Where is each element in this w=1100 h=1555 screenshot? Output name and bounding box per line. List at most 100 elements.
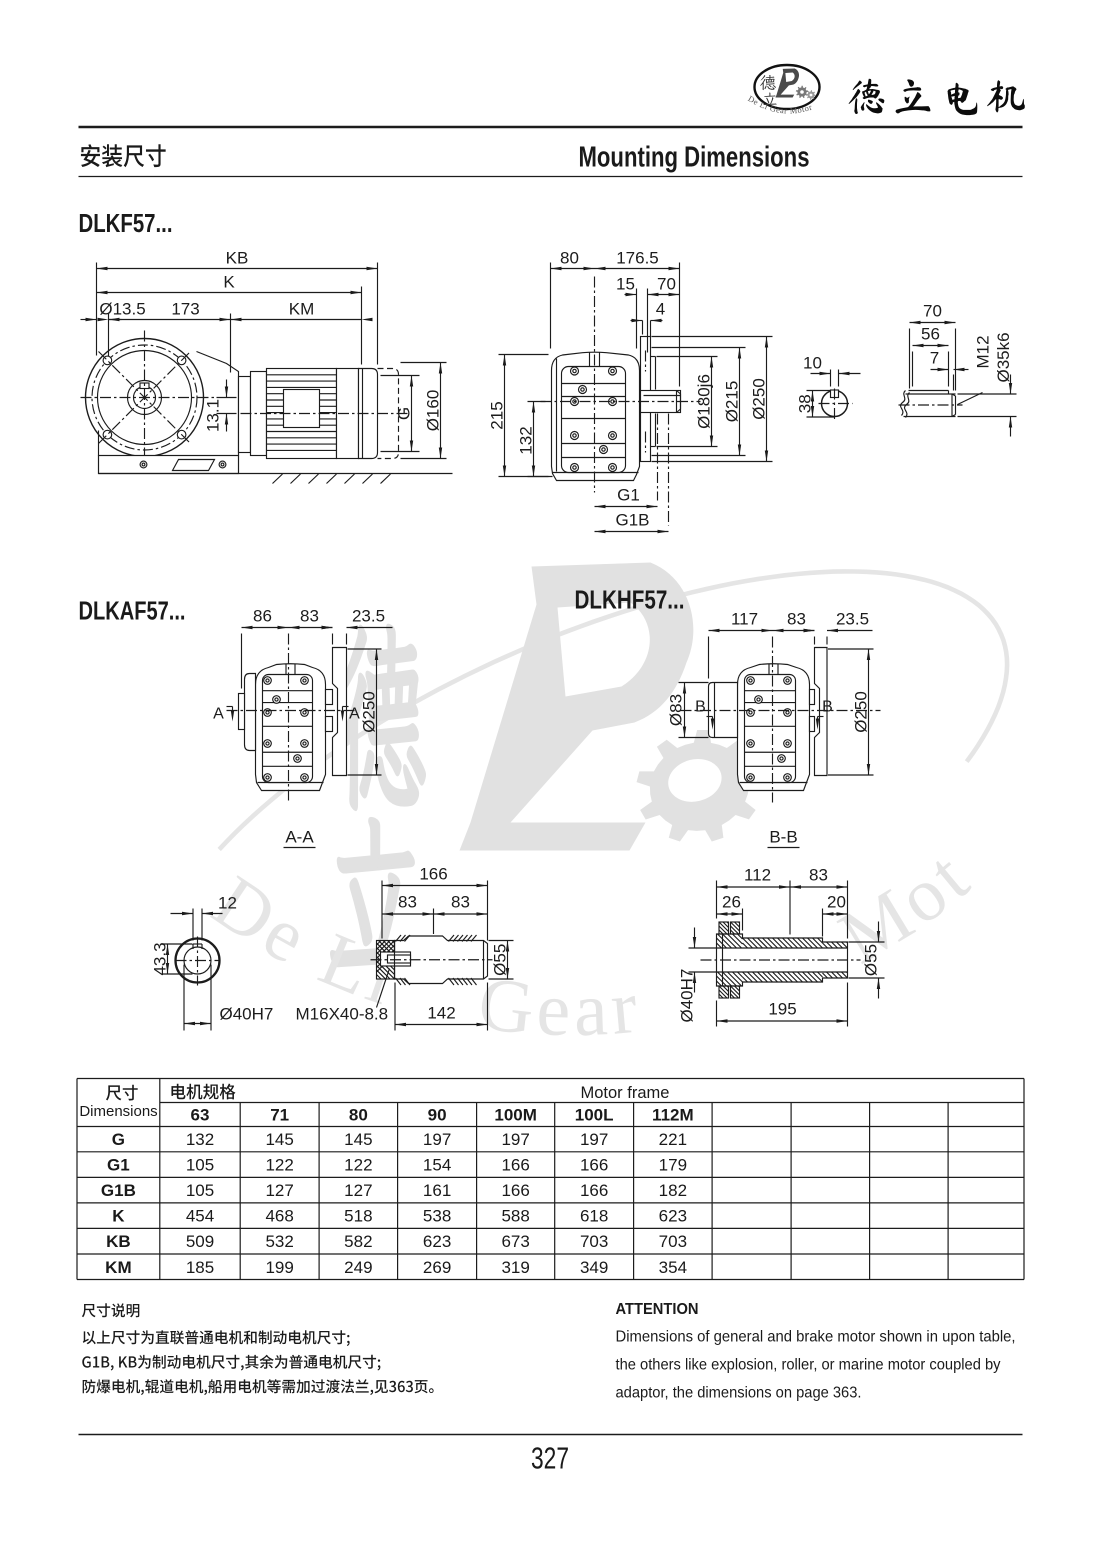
svg-text:221: 221: [659, 1130, 687, 1149]
svg-text:23.5: 23.5: [836, 610, 869, 629]
svg-text:673: 673: [501, 1232, 529, 1251]
svg-text:132: 132: [517, 426, 536, 454]
svg-text:G1B: G1B: [615, 511, 649, 530]
svg-text:4: 4: [656, 300, 665, 319]
svg-text:354: 354: [659, 1258, 687, 1277]
svg-text:Dimensions: Dimensions: [79, 1103, 157, 1120]
svg-text:166: 166: [501, 1156, 529, 1175]
svg-text:195: 195: [768, 1000, 796, 1019]
svg-text:G1B: G1B: [101, 1181, 136, 1200]
svg-text:12: 12: [218, 894, 237, 913]
svg-text:197: 197: [580, 1130, 608, 1149]
svg-text:83: 83: [300, 607, 319, 626]
svg-text:703: 703: [659, 1232, 687, 1251]
svg-text:B-B: B-B: [769, 828, 797, 847]
svg-text:176.5: 176.5: [616, 249, 659, 268]
svg-text:122: 122: [265, 1156, 293, 1175]
svg-text:70: 70: [923, 302, 942, 321]
svg-text:83: 83: [398, 893, 417, 912]
svg-text:83: 83: [809, 866, 828, 885]
svg-text:518: 518: [344, 1207, 372, 1226]
svg-text:Ø250: Ø250: [360, 691, 379, 733]
svg-text:105: 105: [186, 1181, 214, 1200]
svg-text:105: 105: [186, 1156, 214, 1175]
svg-text:468: 468: [265, 1207, 293, 1226]
svg-text:145: 145: [265, 1130, 293, 1149]
svg-text:112: 112: [744, 866, 771, 885]
svg-text:KB: KB: [226, 249, 249, 268]
svg-text:Ø55: Ø55: [491, 944, 510, 976]
svg-text:Ø215: Ø215: [723, 381, 742, 423]
svg-text:Ø40H7: Ø40H7: [220, 1005, 274, 1024]
svg-text:the others like explosion, rol: the others like explosion, roller, or ma…: [616, 1357, 1001, 1374]
svg-text:623: 623: [423, 1232, 451, 1251]
svg-text:588: 588: [501, 1207, 529, 1226]
svg-text:G1: G1: [107, 1156, 130, 1175]
svg-text:DLKF57...: DLKF57...: [79, 208, 173, 238]
svg-text:618: 618: [580, 1207, 608, 1226]
svg-text:B: B: [822, 699, 833, 716]
svg-text:509: 509: [186, 1232, 214, 1251]
svg-text:KM: KM: [105, 1258, 131, 1277]
svg-text:166: 166: [580, 1181, 608, 1200]
svg-text:215: 215: [488, 401, 507, 429]
svg-text:199: 199: [265, 1258, 293, 1277]
svg-text:161: 161: [423, 1181, 451, 1200]
svg-text:Ø160: Ø160: [424, 390, 443, 432]
svg-text:83: 83: [451, 893, 470, 912]
svg-text:Ø13.5: Ø13.5: [99, 300, 145, 319]
svg-text:269: 269: [423, 1258, 451, 1277]
svg-text:56: 56: [921, 325, 940, 344]
svg-text:adaptor, the dimensions on pag: adaptor, the dimensions on page 363.: [616, 1385, 862, 1402]
svg-text:A-A: A-A: [285, 828, 314, 847]
svg-text:13.1: 13.1: [204, 399, 223, 432]
svg-text:582: 582: [344, 1232, 372, 1251]
svg-text:Mounting Dimensions: Mounting Dimensions: [579, 142, 810, 174]
svg-text:38: 38: [796, 394, 815, 413]
svg-text:G: G: [112, 1130, 125, 1149]
svg-text:B: B: [695, 699, 706, 716]
svg-text:G: G: [395, 407, 414, 420]
svg-text:71: 71: [270, 1106, 289, 1125]
svg-text:182: 182: [659, 1181, 687, 1200]
svg-text:197: 197: [501, 1130, 529, 1149]
svg-text:Ø40H7: Ø40H7: [678, 969, 697, 1023]
svg-text:A: A: [213, 706, 224, 723]
svg-text:20: 20: [827, 893, 846, 912]
svg-text:Dimensions of general and brak: Dimensions of general and brake motor sh…: [616, 1329, 1016, 1346]
svg-text:173: 173: [171, 300, 199, 319]
svg-text:197: 197: [423, 1130, 451, 1149]
svg-text:127: 127: [265, 1181, 293, 1200]
svg-text:70: 70: [657, 275, 676, 294]
svg-text:100L: 100L: [575, 1106, 614, 1125]
svg-text:Ø250: Ø250: [750, 378, 769, 420]
svg-text:454: 454: [186, 1207, 214, 1226]
svg-text:Ø250: Ø250: [852, 691, 871, 733]
svg-text:K: K: [112, 1207, 125, 1226]
svg-text:63: 63: [191, 1106, 210, 1125]
svg-text:KM: KM: [289, 300, 315, 319]
svg-text:90: 90: [428, 1106, 447, 1125]
svg-text:145: 145: [344, 1130, 372, 1149]
svg-text:M12: M12: [974, 335, 993, 368]
svg-text:112M: 112M: [652, 1106, 694, 1125]
svg-text:KB: KB: [106, 1232, 131, 1251]
svg-text:319: 319: [501, 1258, 529, 1277]
svg-text:142: 142: [427, 1004, 455, 1023]
svg-text:623: 623: [659, 1207, 687, 1226]
svg-text:ATTENTION: ATTENTION: [616, 1301, 699, 1318]
svg-text:83: 83: [787, 610, 806, 629]
svg-text:23.5: 23.5: [352, 607, 385, 626]
svg-text:26: 26: [722, 893, 741, 912]
svg-text:G1: G1: [617, 486, 640, 505]
svg-text:A: A: [349, 706, 360, 723]
svg-text:Ø83: Ø83: [667, 694, 686, 726]
svg-text:80: 80: [349, 1106, 368, 1125]
svg-text:10: 10: [803, 354, 822, 373]
svg-text:249: 249: [344, 1258, 372, 1277]
svg-text:15: 15: [616, 275, 635, 294]
svg-text:532: 532: [265, 1232, 293, 1251]
svg-text:166: 166: [501, 1181, 529, 1200]
svg-text:Gear: Gear: [474, 961, 645, 1052]
svg-text:43.3: 43.3: [151, 942, 170, 975]
